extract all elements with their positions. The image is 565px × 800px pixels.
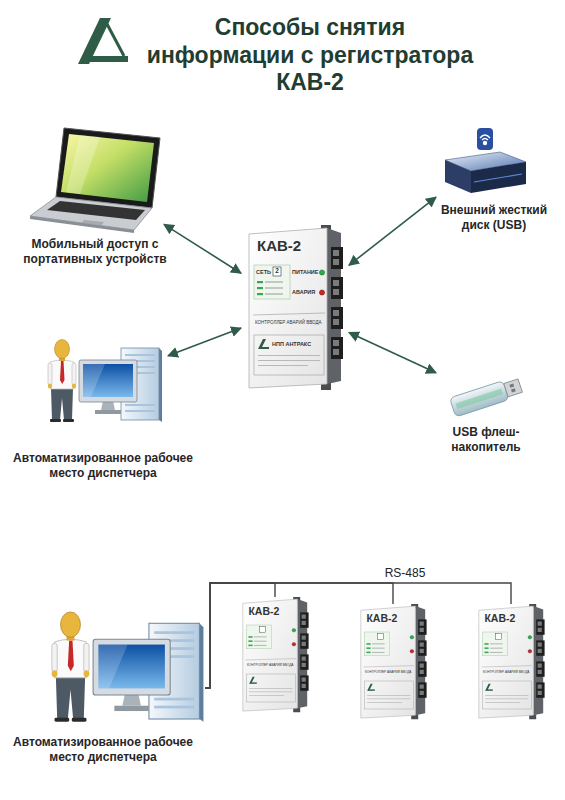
panel-text: КОНТРОЛЛЕР АВАРИЙ ВВОДА <box>483 671 529 674</box>
controller-panel: КАВ-2КОНТРОЛЛЕР АВАРИЙ ВВОДА <box>240 597 310 713</box>
bus-line <box>205 583 275 688</box>
laptop-icon <box>56 128 160 208</box>
device-name: КАВ-2 <box>248 606 279 617</box>
controller-device <box>361 604 427 720</box>
data-arrow <box>349 333 436 373</box>
hdd-icon <box>471 162 526 193</box>
bus-line <box>205 583 511 688</box>
poster-title: Способы снятия информации с регистратора… <box>138 14 482 97</box>
controller-device <box>479 604 545 720</box>
device-icon-box: Автоматизированное рабочее место диспетч… <box>42 338 164 423</box>
hdd-icon <box>482 139 488 141</box>
caption-text: Мобильный доступ с портативных устройств <box>15 237 175 267</box>
device-name: КАВ-2 <box>366 613 397 624</box>
device-name: КАВ-2 <box>484 613 515 624</box>
usb-stick-icon <box>450 381 509 417</box>
logo-mark <box>86 56 128 62</box>
usb-stick-icon <box>509 384 514 388</box>
device-icon-box: Автоматизированное рабочее место диспетч… <box>45 610 205 723</box>
caption: Автоматизированное рабочее место диспетч… <box>0 735 208 765</box>
controller-panel: КАВ-2КОНТРОЛЛЕР АВАРИЙ ВВОДА <box>358 604 428 720</box>
logo-mark <box>107 24 124 56</box>
usb-stick-icon <box>511 388 516 392</box>
caption: Внешний жесткий диск (USB) <box>431 203 557 233</box>
hdd-icon <box>477 128 493 150</box>
data-arrow <box>349 197 436 265</box>
hdd-icon <box>483 141 487 145</box>
laptop-icon <box>66 135 100 194</box>
panel-text: КОНТРОЛЛЕР АВАРИЙ ВВОДА <box>247 664 293 667</box>
laptop-icon <box>61 134 154 202</box>
usb-stick-icon <box>450 376 524 417</box>
device-name: КАВ-2 <box>257 238 301 253</box>
hdd-icon <box>445 160 471 193</box>
caption: Автоматизированное рабочее место диспетч… <box>0 451 208 481</box>
caption-text: USB флеш-накопитель <box>424 425 548 455</box>
data-arrow <box>164 224 241 273</box>
laptop-icon <box>30 128 160 233</box>
panel-text: АВАРИЯ <box>292 290 315 296</box>
panel-text: ПИТАНИЕ <box>292 270 319 276</box>
caption-text: Автоматизированное рабочее место диспетч… <box>0 735 208 765</box>
device-icon-box: Мобильный доступ с портативных устройств <box>30 128 160 233</box>
panel-text: СЕТЬ <box>256 270 271 276</box>
caption: USB флеш-накопитель <box>424 425 548 455</box>
laptop-icon <box>47 201 145 220</box>
controller-panel: КАВ-2СЕТЬ 2 ПИТАНИЕ АВАРИЯ КОНТРОЛЛЕР АВАРИЙ… <box>245 225 345 390</box>
controller-panel: КАВ-2КОНТРОЛЛЕР АВАРИЙ ВВОДА <box>476 604 546 720</box>
caption-text: Автоматизированное рабочее место диспетч… <box>0 451 208 481</box>
hdd-icon <box>445 128 526 193</box>
controller-device <box>243 597 309 713</box>
bus-label: RS-485 <box>383 567 428 581</box>
controller-device <box>249 225 343 390</box>
panel-text: 2 <box>275 268 279 275</box>
laptop-icon <box>30 216 134 233</box>
device-icon-box: USB флеш-накопитель <box>440 372 532 420</box>
panel-text: КОНТРОЛЛЕР АВАРИЙ ВВОДА <box>255 321 321 326</box>
dispatcher-icon <box>48 340 162 423</box>
data-arrow <box>168 328 241 356</box>
dispatcher-icon <box>52 612 204 722</box>
hdd-icon <box>480 135 490 138</box>
bus-line <box>205 583 393 688</box>
caption-text: Внешний жесткий диск (USB) <box>431 203 557 233</box>
usb-stick-icon <box>456 389 504 410</box>
panel-text: НПП АНТРАКС <box>272 342 311 348</box>
panel-text: КОНТРОЛЛЕР АВАРИЙ ВВОДА <box>365 671 411 674</box>
caption: Мобильный доступ с портативных устройств <box>15 237 175 267</box>
hdd-icon <box>474 174 522 182</box>
device-icon-box: Внешний жесткий диск (USB) <box>440 122 528 197</box>
logo-mark <box>78 18 128 64</box>
usb-stick-icon <box>504 379 523 397</box>
